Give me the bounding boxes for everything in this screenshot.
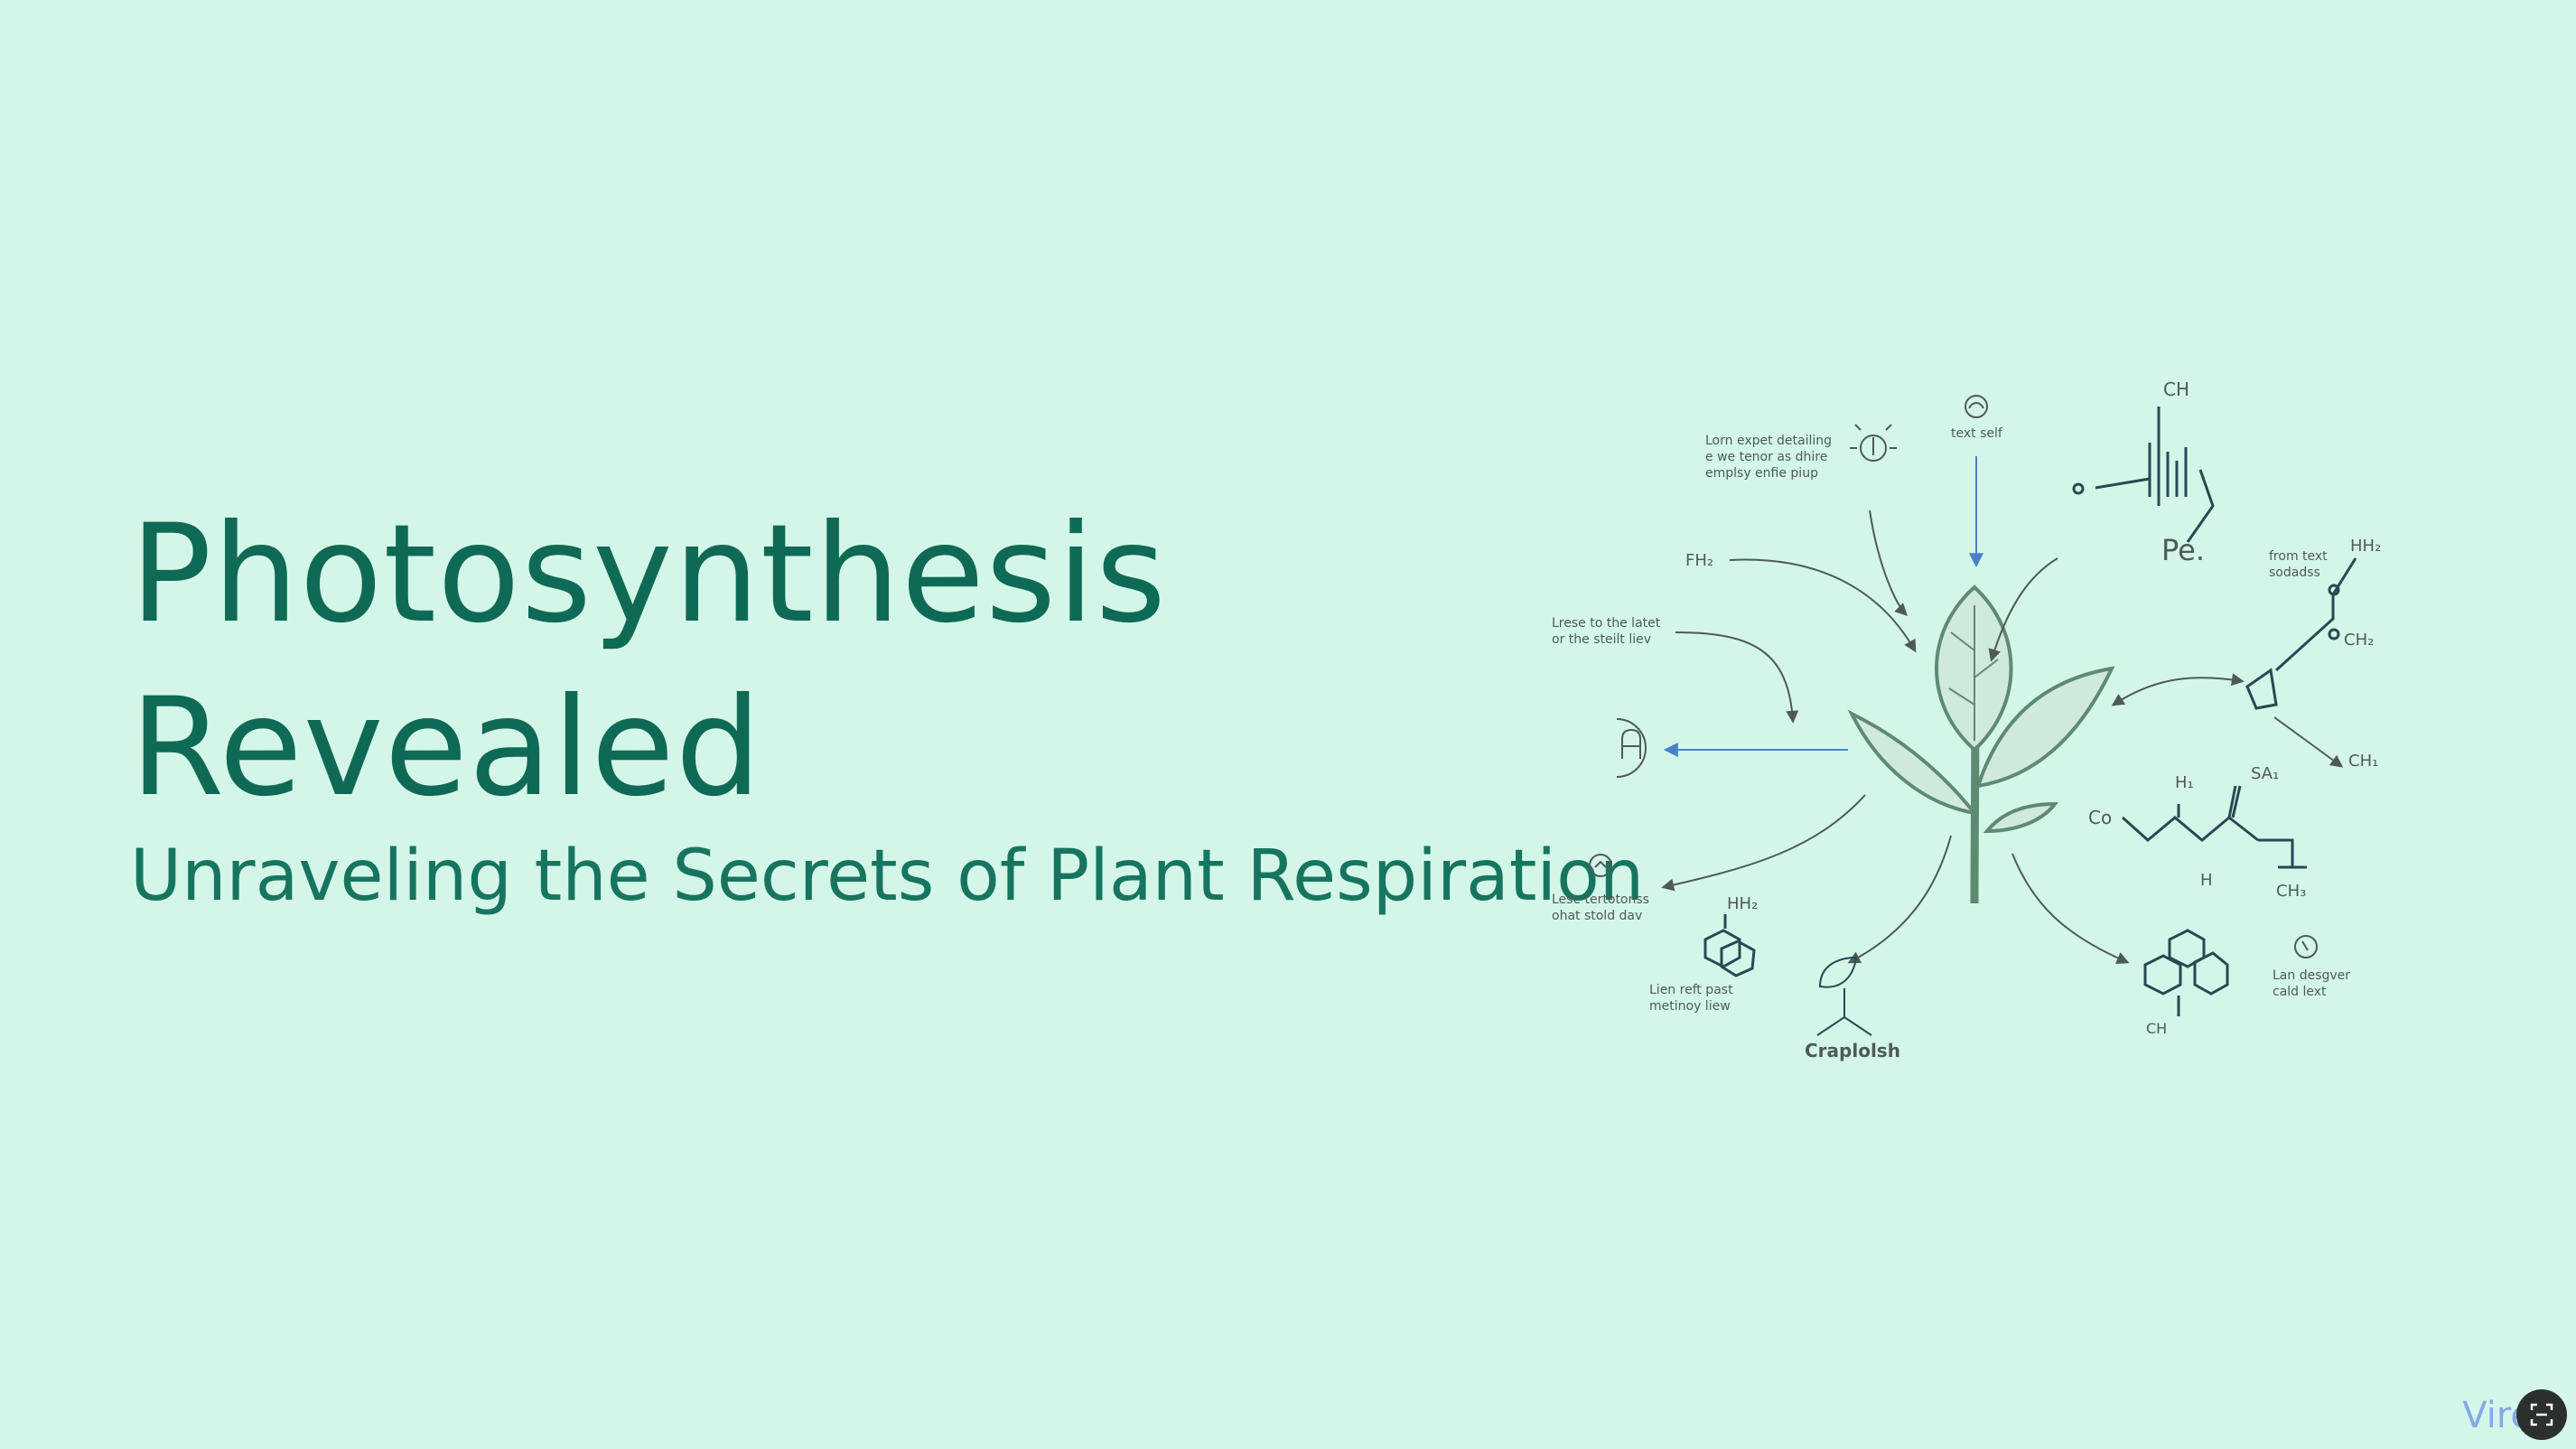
- hexagon-cluster-bottom-left: [1703, 914, 1756, 977]
- label-lien-1: Lien reft past: [1649, 983, 1733, 997]
- label-lorem-top-3: emplsy enfie piup: [1705, 466, 1818, 481]
- label-lease-1: Lrese to the latet: [1552, 616, 1661, 631]
- label-ch2: CH₂: [2344, 631, 2374, 650]
- label-text-self: text self: [1951, 426, 2003, 441]
- label-lorem-top-1: Lorn expet detailing: [1705, 434, 1832, 448]
- floating-action-button[interactable]: [2516, 1389, 2567, 1440]
- cloud-icon: [1965, 395, 1988, 418]
- leaf-sprout-icon: [1816, 956, 1872, 1036]
- molecule-top-right: [2072, 407, 2215, 543]
- label-ch3: CH₃: [2276, 882, 2306, 901]
- process-arrows: [1661, 456, 2344, 965]
- label-co: Co: [2088, 807, 2112, 828]
- label-ch-bottom: CH: [2146, 1020, 2167, 1037]
- label-lease-2: or the steilt liev: [1552, 632, 1651, 647]
- clock-icon-right: [2294, 935, 2318, 958]
- pentagon-molecule: [2245, 557, 2357, 710]
- label-ch-top: CH: [2163, 379, 2189, 400]
- label-lorem-top-2: e we tenor as dhire: [1705, 450, 1827, 464]
- label-lease-b1: Lese tertotonss: [1552, 893, 1649, 907]
- hexagon-cluster-bottom-right: [2143, 929, 2229, 1016]
- title-line-1: Photosynthesis: [130, 496, 1168, 653]
- label-lien-2: metinoy liew: [1649, 999, 1731, 1014]
- plant-diagram-illustration: CH Lorn expet detailing e we tenor as dh…: [1552, 379, 2381, 1061]
- label-h1: H₁: [2175, 773, 2194, 792]
- chain-molecule: [2122, 785, 2307, 869]
- label-lan-1: Lan desgver: [2273, 968, 2350, 983]
- atom-symbol-icon: [1616, 718, 1647, 778]
- label-from-text-1: from text: [2269, 549, 2328, 564]
- label-fh: FH₂: [1685, 551, 1713, 570]
- screen-capture-icon: [2530, 1403, 2553, 1426]
- label-ch1: CH₁: [2348, 752, 2378, 771]
- clock-icon-left: [1589, 854, 1612, 877]
- slide-subtitle: Unraveling the Secrets of Plant Respirat…: [130, 836, 1645, 917]
- label-lan-2: cald lext: [2273, 985, 2327, 999]
- plant-icon: [1847, 584, 2115, 904]
- label-h: H: [2200, 871, 2213, 890]
- label-lease-b2: ohat stold dav: [1552, 909, 1642, 923]
- label-pe: Pe.: [2161, 533, 2205, 567]
- label-hh-right: HH₂: [2350, 537, 2381, 556]
- slide-title: Photosynthesis Revealed: [130, 488, 1167, 835]
- label-from-text-2: sodadss: [2269, 566, 2320, 580]
- lightbulb-icon: [1850, 424, 1897, 462]
- label-sa: SA₁: [2251, 764, 2279, 783]
- label-hh-bottom: HH₂: [1727, 894, 1758, 913]
- title-line-2: Revealed: [130, 669, 762, 827]
- label-craplolsh: Craplolsh: [1805, 1040, 1900, 1061]
